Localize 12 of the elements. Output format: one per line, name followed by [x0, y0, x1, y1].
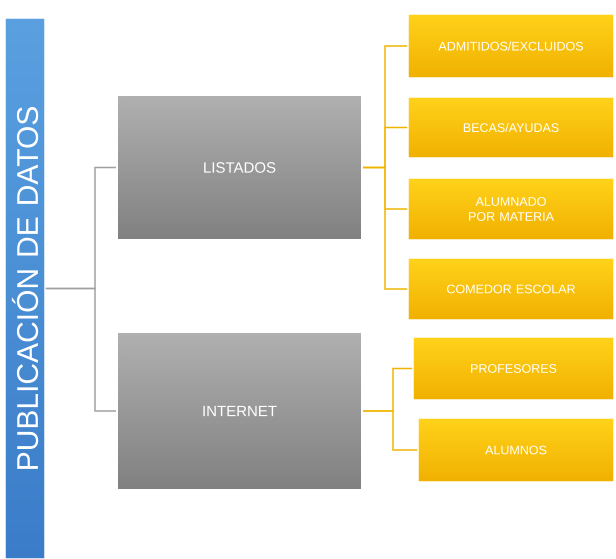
connector-line: [363, 166, 408, 290]
connector-line: [363, 410, 418, 451]
category-box: INTERNET: [116, 330, 363, 491]
item-box: BECAS/AYUDAS: [407, 96, 615, 159]
item-box: COMEDOR ESCOLAR: [407, 257, 615, 321]
title-bar: PUBLICACIÓN DE DATOS: [4, 17, 46, 559]
item-box: ALUMNADO POR MATERIA: [407, 177, 615, 241]
item-box: PROFESORES: [412, 336, 615, 401]
item-box: ADMITIDOS/EXCLUIDOS: [407, 13, 615, 79]
connector-line: [46, 288, 116, 412]
item-box: ALUMNOS: [417, 417, 615, 483]
category-box: LISTADOS: [116, 94, 363, 241]
